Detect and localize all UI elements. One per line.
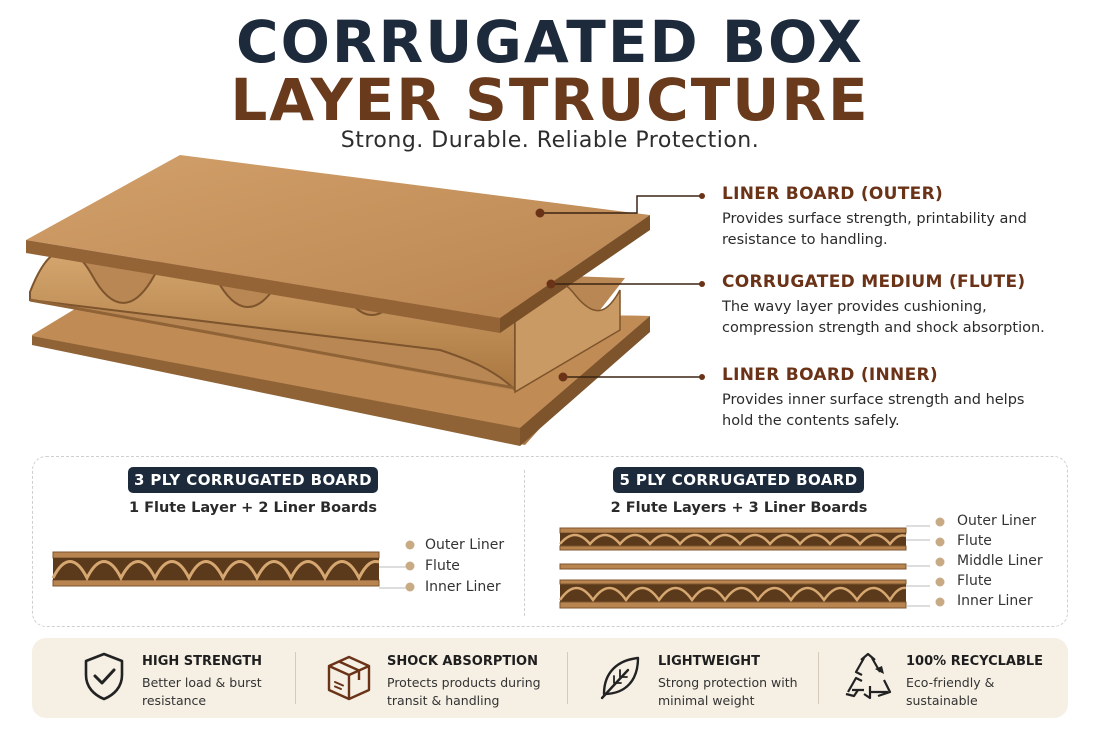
ply5-label-flute-2: Flute [957,573,992,589]
ply-divider [524,470,525,616]
feature-high-strength: HIGH STRENGTH Better load & burst resist… [78,650,288,710]
feature-description: Strong protection with minimal weight [658,675,798,708]
ply3-label-inner-liner: Inner Liner [425,579,501,595]
ply3-layer-markers [405,540,415,592]
outer-liner-board [26,155,650,333]
leaf-icon [600,656,640,700]
feature-title: LIGHTWEIGHT [658,654,761,669]
callout-title: CORRUGATED MEDIUM (FLUTE) [722,272,1026,292]
ply3-label-outer-liner: Outer Liner [425,537,505,553]
ply3-label-flute: Flute [425,558,460,574]
feature-lightweight: LIGHTWEIGHT Strong protection with minim… [594,650,804,710]
feature-recyclable: 100% RECYCLABLE Eco-friendly & sustainab… [842,650,1052,710]
page-title-line1: CORRUGATED BOX [236,8,864,76]
callout-title: LINER BOARD (INNER) [722,365,938,385]
ply5-layer-markers [935,517,945,607]
feature-description: Eco-friendly & sustainable [906,675,995,708]
feature-separator [295,652,296,704]
feature-description: Protects products during transit & handl… [387,675,541,708]
callout-flute: CORRUGATED MEDIUM (FLUTE) The wavy layer… [722,272,1082,339]
feature-separator [567,652,568,704]
ply3-tag: 3 PLY CORRUGATED BOARD [128,467,378,493]
page-subtitle: Strong. Durable. Reliable Protection. [340,128,760,153]
shield-check-icon [84,652,124,701]
callout-description: The wavy layer provides cushioning, comp… [722,299,1045,336]
callout-inner-liner: LINER BOARD (INNER) Provides inner surfa… [722,365,1082,432]
callout-title: LINER BOARD (OUTER) [722,184,944,204]
corrugated-layers-illustration [26,155,705,446]
ply5-label-flute-1: Flute [957,533,992,549]
ply-comparison-panel [32,456,1068,627]
feature-description: Better load & burst resistance [142,675,262,708]
feature-title: HIGH STRENGTH [142,654,262,669]
callout-description: Provides inner surface strength and help… [722,392,1025,429]
features-bar [32,638,1068,718]
ply5-subtitle: 2 Flute Layers + 3 Liner Boards [610,500,868,516]
box-icon [327,655,371,701]
page-title-line2: LAYER STRUCTURE [230,66,870,134]
ply5-label-middle-liner: Middle Liner [957,553,1043,569]
feature-shock-absorption: SHOCK ABSORPTION Protects products durin… [323,650,553,710]
callout-leader-lines [535,193,705,382]
feature-title: SHOCK ABSORPTION [387,654,538,669]
ply5-tag: 5 PLY CORRUGATED BOARD [613,467,864,493]
ply5-cross-section [558,525,930,609]
callout-outer-liner: LINER BOARD (OUTER) Provides surface str… [722,184,1082,251]
ply3-subtitle: 1 Flute Layer + 2 Liner Boards [128,500,378,516]
ply3-cross-section [51,551,406,589]
feature-separator [818,652,819,704]
callout-description: Provides surface strength, printability … [722,211,1027,248]
recycle-icon [845,652,892,700]
feature-title: 100% RECYCLABLE [906,654,1044,669]
ply5-label-inner-liner: Inner Liner [957,593,1033,609]
ply5-label-outer-liner: Outer Liner [957,513,1037,529]
